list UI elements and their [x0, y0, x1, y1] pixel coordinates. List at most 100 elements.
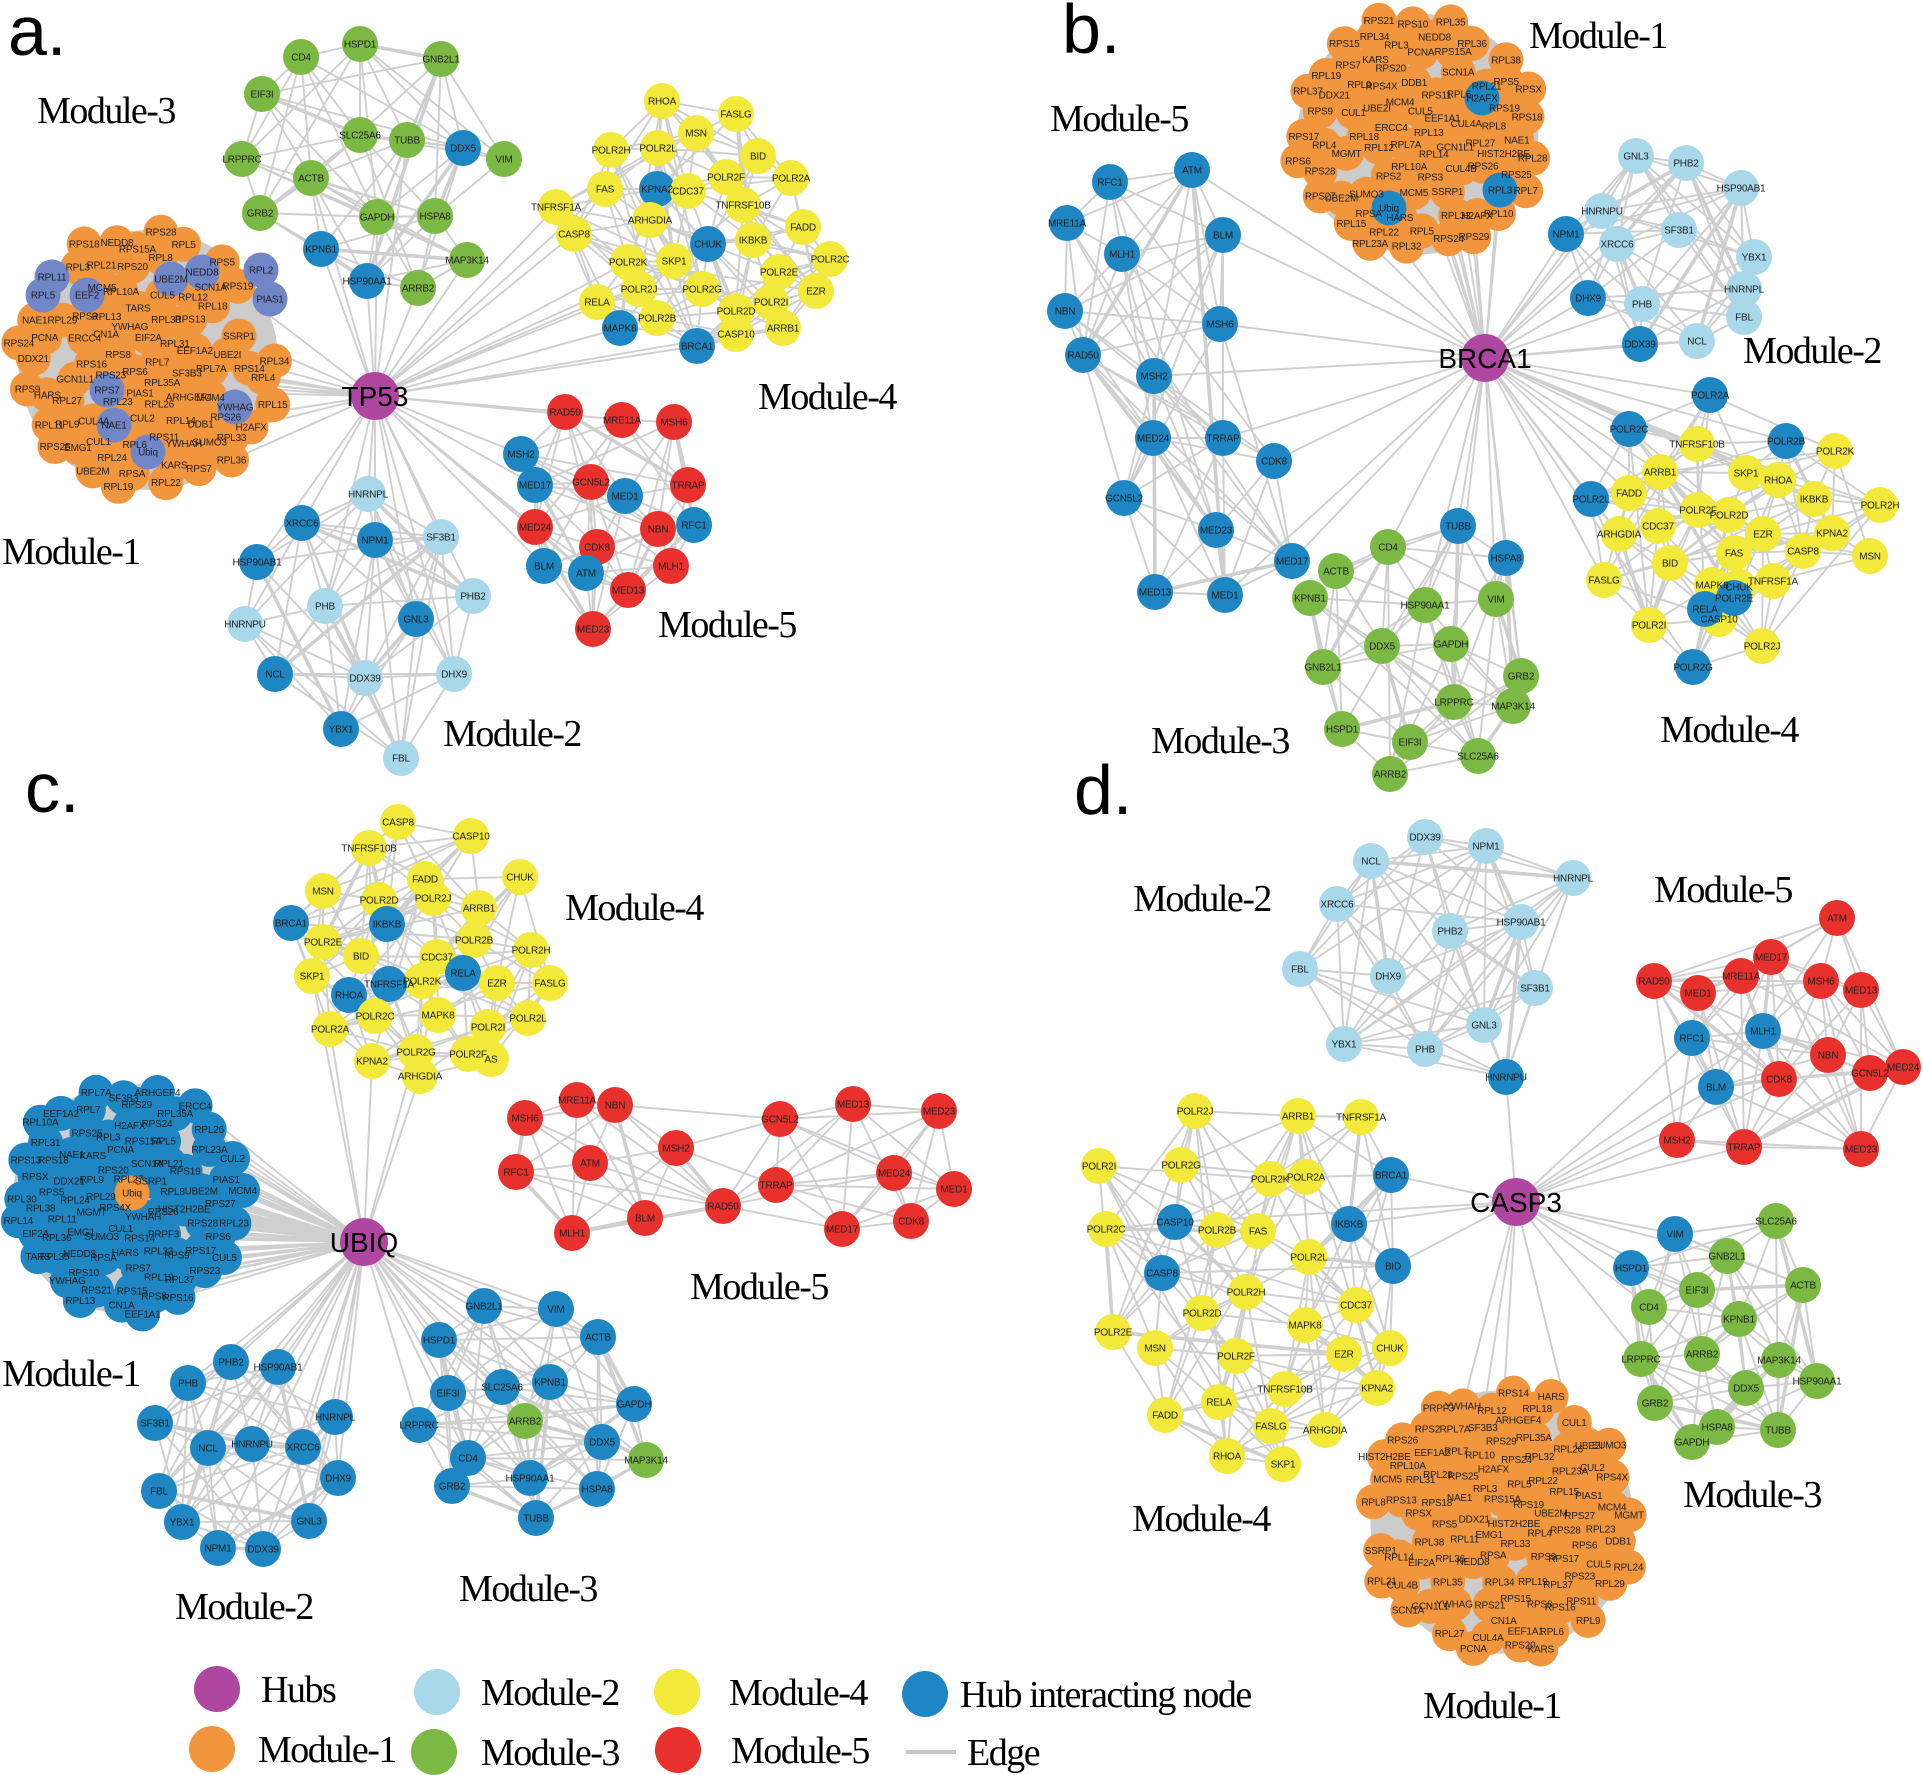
svg-text:RPL12: RPL12 — [1364, 143, 1394, 154]
svg-text:MED23: MED23 — [577, 625, 610, 636]
svg-text:RPS28: RPS28 — [146, 228, 177, 239]
svg-text:TRRAP: TRRAP — [760, 1181, 793, 1192]
svg-text:XRCC6: XRCC6 — [286, 519, 320, 530]
svg-text:RAD50: RAD50 — [707, 1202, 739, 1213]
svg-text:RPL24: RPL24 — [60, 1196, 90, 1207]
svg-text:CUL1: CUL1 — [1562, 1418, 1587, 1429]
svg-text:RPL14: RPL14 — [1419, 150, 1449, 161]
svg-text:RPS14: RPS14 — [124, 1234, 155, 1245]
svg-text:KARS: KARS — [1362, 55, 1389, 66]
svg-text:RPL33: RPL33 — [1441, 211, 1471, 222]
svg-text:RPL31: RPL31 — [31, 1138, 61, 1149]
svg-text:TARS: TARS — [25, 1252, 51, 1263]
svg-text:MED24: MED24 — [519, 523, 552, 534]
svg-text:CDC37: CDC37 — [672, 187, 704, 198]
svg-text:RPL35: RPL35 — [40, 1252, 70, 1263]
svg-text:RPL26: RPL26 — [194, 1125, 224, 1136]
svg-text:EZR: EZR — [487, 979, 506, 990]
svg-text:RPS6: RPS6 — [205, 1232, 231, 1243]
svg-text:ARRB2: ARRB2 — [509, 1417, 542, 1428]
svg-text:RPL3: RPL3 — [1384, 40, 1409, 51]
svg-text:TNFRSF1A: TNFRSF1A — [1748, 577, 1799, 588]
svg-text:POLR2K: POLR2K — [1251, 1175, 1290, 1186]
svg-text:POLR2B: POLR2B — [638, 314, 677, 325]
svg-text:ACTB: ACTB — [298, 174, 324, 185]
svg-text:MED23: MED23 — [1845, 1145, 1878, 1156]
svg-text:c.: c. — [25, 749, 79, 827]
svg-text:HARS: HARS — [1538, 1392, 1566, 1403]
svg-text:RPL10A: RPL10A — [1391, 162, 1428, 173]
svg-text:RPS15A: RPS15A — [125, 1137, 163, 1148]
svg-text:RPL5: RPL5 — [171, 240, 196, 251]
svg-text:FBL: FBL — [392, 754, 410, 765]
svg-text:RPL3: RPL3 — [66, 263, 91, 274]
svg-text:RPL22: RPL22 — [1369, 228, 1399, 239]
svg-text:RPS7: RPS7 — [186, 464, 212, 475]
svg-text:BID: BID — [1385, 1262, 1401, 1273]
svg-text:GAPDH: GAPDH — [1434, 640, 1469, 651]
svg-text:RPS18: RPS18 — [69, 239, 100, 250]
svg-text:RPL35: RPL35 — [1433, 1577, 1463, 1588]
svg-text:NPM1: NPM1 — [205, 1544, 233, 1555]
svg-text:RPS5: RPS5 — [1494, 77, 1520, 88]
svg-text:RPL33: RPL33 — [144, 1246, 174, 1257]
svg-text:POLR2G: POLR2G — [1673, 663, 1713, 674]
svg-text:EIF2A: EIF2A — [135, 333, 162, 344]
svg-text:SUMO3: SUMO3 — [1592, 1441, 1627, 1452]
svg-text:RPL29: RPL29 — [86, 1192, 116, 1203]
svg-text:RPS16: RPS16 — [1545, 1603, 1576, 1614]
svg-text:CDK8: CDK8 — [1261, 457, 1288, 468]
svg-text:RPS20: RPS20 — [1375, 64, 1406, 75]
svg-text:RPL24: RPL24 — [97, 453, 127, 464]
svg-text:RPS26: RPS26 — [1387, 1435, 1418, 1446]
svg-text:SCN1A: SCN1A — [131, 1159, 164, 1170]
svg-text:PHB: PHB — [315, 602, 335, 613]
svg-text:NAE1: NAE1 — [101, 421, 127, 432]
svg-text:AS: AS — [485, 1055, 498, 1066]
svg-text:FAS: FAS — [596, 185, 615, 196]
svg-text:PRPF3: PRPF3 — [148, 1229, 180, 1240]
svg-text:HNRNPU: HNRNPU — [231, 1440, 273, 1451]
svg-text:ERCC4: ERCC4 — [68, 334, 102, 345]
svg-text:SF3B3: SF3B3 — [172, 369, 202, 380]
svg-text:H2AFX: H2AFX — [1478, 1465, 1510, 1476]
svg-text:HSP90AB1: HSP90AB1 — [1497, 918, 1547, 929]
svg-text:SLC25A6: SLC25A6 — [339, 131, 381, 142]
svg-text:TNFRSF10B: TNFRSF10B — [1257, 1385, 1313, 1396]
svg-text:FASLG: FASLG — [1255, 1422, 1287, 1433]
svg-text:RPL3: RPL3 — [1473, 1484, 1498, 1495]
svg-text:YWHAH: YWHAH — [125, 1212, 161, 1223]
svg-text:GCN1L1: GCN1L1 — [1436, 142, 1474, 153]
svg-text:PIAS1: PIAS1 — [213, 1175, 241, 1186]
svg-text:RELA: RELA — [584, 298, 610, 309]
svg-text:YWHAG: YWHAG — [217, 403, 254, 414]
svg-text:TNFRSF1A: TNFRSF1A — [531, 203, 582, 214]
svg-text:RPS25: RPS25 — [40, 442, 71, 453]
svg-text:MSN: MSN — [1859, 552, 1881, 563]
svg-text:RPS13: RPS13 — [10, 1156, 41, 1167]
svg-text:HSPA8: HSPA8 — [1490, 554, 1522, 565]
svg-text:SKP1: SKP1 — [1271, 1460, 1296, 1471]
svg-text:EEF1A2: EEF1A2 — [43, 1109, 80, 1120]
svg-text:RPS24: RPS24 — [1433, 234, 1464, 245]
svg-text:HIST2H2BE: HIST2H2BE — [1358, 1452, 1411, 1463]
svg-text:RPS25: RPS25 — [72, 1128, 103, 1139]
svg-text:Module-2: Module-2 — [1133, 878, 1271, 920]
svg-text:RPL18: RPL18 — [1349, 132, 1379, 143]
svg-text:RPL8: RPL8 — [1482, 122, 1507, 133]
svg-text:RPL34: RPL34 — [1485, 1577, 1515, 1588]
svg-text:POLR2K: POLR2K — [609, 258, 648, 269]
svg-text:KPNA2: KPNA2 — [356, 1057, 388, 1068]
svg-text:RPS29: RPS29 — [121, 1100, 152, 1111]
svg-text:Ubiq: Ubiq — [1379, 204, 1399, 215]
svg-text:RPS25: RPS25 — [1448, 1472, 1479, 1483]
svg-text:RHOA: RHOA — [1764, 476, 1793, 487]
svg-text:SSRP1: SSRP1 — [135, 1176, 167, 1187]
svg-text:BID: BID — [750, 152, 766, 163]
svg-text:Module-1: Module-1 — [1423, 1685, 1561, 1727]
svg-text:RPL35A: RPL35A — [1516, 1433, 1553, 1444]
svg-text:BLM: BLM — [534, 562, 554, 573]
svg-text:RPS15A: RPS15A — [1434, 47, 1472, 58]
svg-text:HSPD1: HSPD1 — [423, 1336, 456, 1347]
svg-text:IKBKB: IKBKB — [1800, 495, 1829, 506]
